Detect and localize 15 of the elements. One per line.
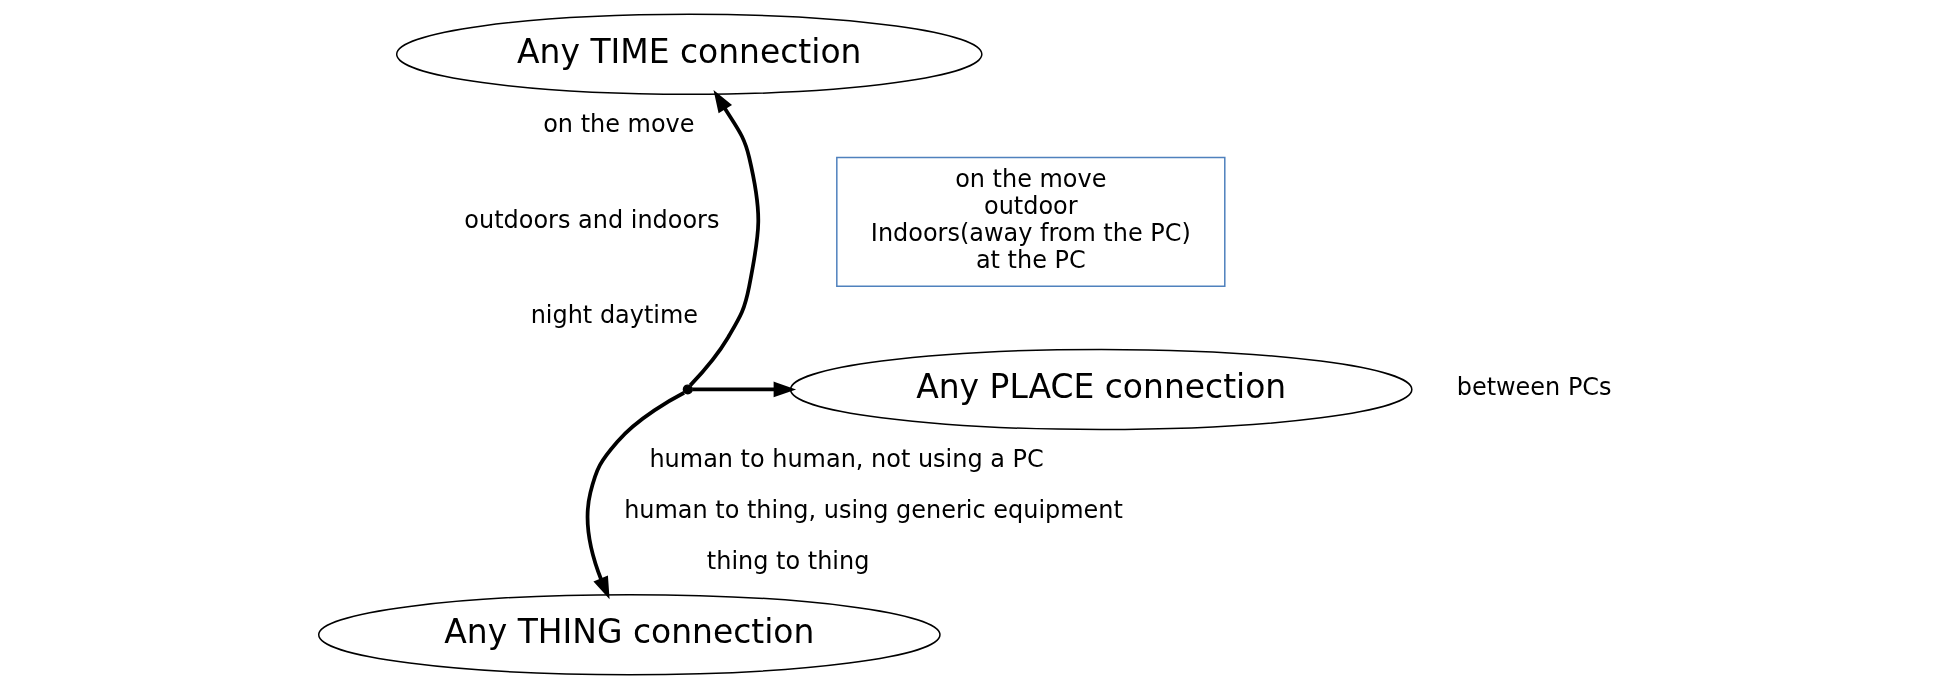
label: human to human, not using a PC [648,444,1044,473]
node-ellipse: Any THING connection [317,593,941,676]
label: night daytime [530,301,698,330]
label: on the move [542,109,694,138]
label: outdoors and indoors [463,205,719,234]
label: human to thing, using generic equipment [623,495,1123,524]
label: between PCs [1456,373,1612,402]
node-box: on the move outdoor Indoors(away from the PC) at the PC [835,156,1226,287]
arrow [585,391,685,600]
node-ellipse: Any TIME connection [395,13,983,96]
arrow [688,89,760,387]
node-point [682,384,693,395]
label: thing to thing [706,546,869,575]
arrow [691,381,796,398]
node-ellipse: Any PLACE connection [789,348,1413,431]
